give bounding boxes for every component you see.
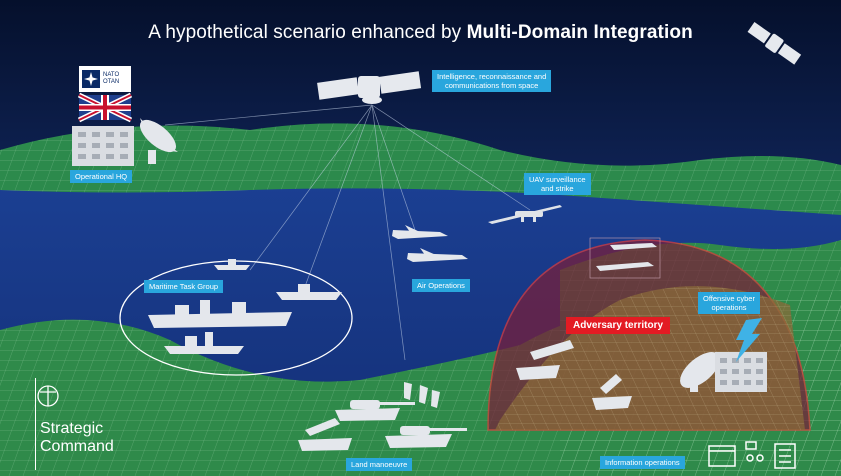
title-bold: Multi-Domain Integration (466, 22, 693, 43)
radar-dish-icon (680, 352, 720, 392)
radar-dish-icon (139, 118, 178, 164)
hq-building-icon (715, 352, 767, 392)
label-maritime: Maritime Task Group (144, 280, 224, 293)
fighter-jet-icon (392, 225, 468, 262)
label-cyber: Offensive cyber operations (698, 292, 760, 314)
label-uav: UAV surveillance and strike (524, 173, 591, 195)
uav-icon (488, 205, 562, 224)
nato-text: NATO OTAN (103, 72, 120, 85)
label-adversary: Adversary territory (566, 317, 671, 334)
lightning-icon (736, 318, 762, 362)
crest-icon (37, 385, 59, 407)
hq-building-icon (72, 126, 134, 166)
brand-line2: Command (40, 438, 114, 455)
label-air: Air Operations (412, 279, 470, 292)
label-space: Intelligence, reconnaissance and communi… (432, 70, 552, 92)
info-ops-icon (708, 441, 796, 469)
page-title: A hypothetical scenario enhanced by Mult… (0, 22, 841, 44)
comm-links (164, 104, 531, 361)
nato-flag-icon: NATO OTAN (79, 66, 131, 92)
brand-line1: Strategic (40, 420, 104, 437)
warship-icon (148, 259, 342, 354)
label-hq: Operational HQ (70, 170, 133, 183)
label-info: Information operations (600, 456, 685, 469)
satellite-icon (747, 22, 802, 65)
tank-icon (298, 382, 467, 451)
brand-divider (35, 378, 36, 470)
uk-flag-icon (77, 92, 133, 123)
brand-text: Strategic Command (40, 420, 160, 456)
tank-icon (516, 340, 632, 410)
label-land: Land manoeuvre (346, 458, 413, 471)
satellite-icon (317, 71, 422, 104)
title-prefix: A hypothetical scenario enhanced by (148, 22, 462, 43)
fighter-jet-icon (596, 243, 657, 271)
nato-compass-icon (82, 70, 100, 88)
